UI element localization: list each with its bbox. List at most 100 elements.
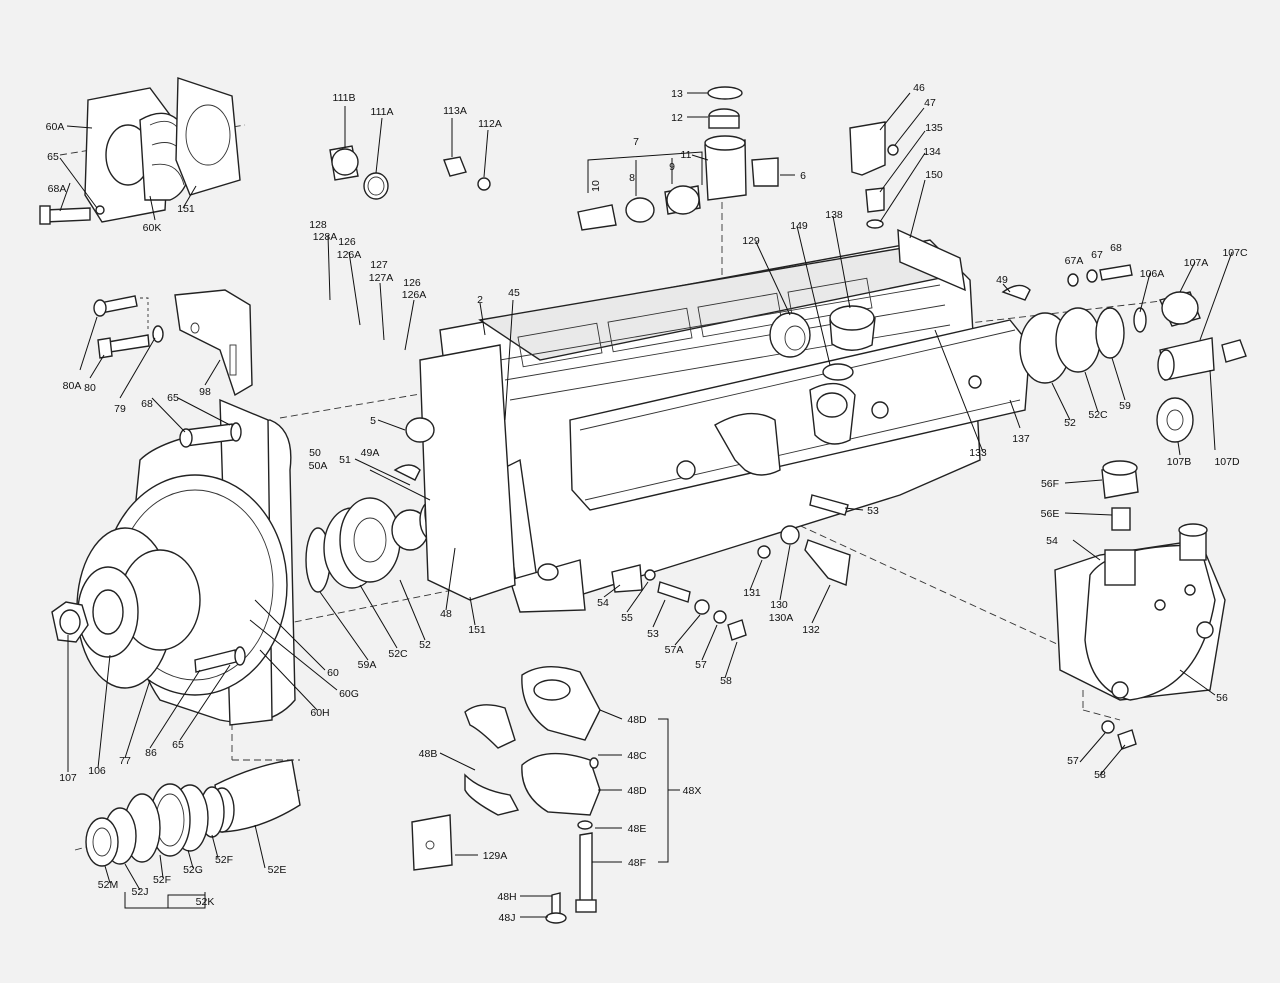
pump-housing (439, 228, 1031, 613)
label-45: 45 (508, 287, 520, 299)
label-48E: 48E (628, 823, 647, 835)
gasket-151 (175, 77, 241, 196)
nut-107B (1156, 397, 1194, 443)
label-10: 10 (590, 180, 602, 192)
cam-ring-assembly (411, 666, 601, 924)
callout-labels: 13 12 11 6 7 10 8 9 46 47 135 134 150 11… (46, 82, 1248, 924)
label-48X: 48X (683, 785, 702, 797)
label-57-m: 57 (695, 659, 707, 671)
distributor-head-group (1054, 460, 1226, 750)
label-60: 60 (327, 667, 339, 679)
bearing-52 (339, 497, 401, 583)
label-52F-a: 52F (215, 854, 233, 866)
saddle (714, 412, 781, 476)
label-79: 79 (114, 403, 126, 415)
label-50: 50 (309, 447, 321, 459)
label-126A-a: 126A (337, 249, 362, 261)
label-68-r: 68 (1110, 242, 1122, 254)
label-131: 131 (743, 587, 761, 599)
label-68-l: 68 (141, 398, 153, 410)
label-130A: 130A (769, 612, 794, 624)
label-56F: 56F (1041, 478, 1059, 490)
label-68A: 68A (48, 183, 67, 195)
bracket-group (849, 121, 899, 229)
label-52J: 52J (132, 886, 149, 898)
label-106: 106 (88, 765, 106, 777)
label-7: 7 (633, 136, 639, 148)
banjo-132 (804, 539, 851, 586)
label-150: 150 (925, 169, 943, 181)
label-107B: 107B (1167, 456, 1192, 468)
label-126A-b: 126A (402, 289, 427, 301)
label-48D-bot: 48D (627, 785, 647, 797)
label-52K: 52K (196, 896, 215, 908)
label-59A: 59A (358, 659, 377, 671)
label-126-a: 126 (338, 236, 356, 248)
label-86: 86 (145, 747, 157, 759)
label-126-b: 126 (403, 277, 421, 289)
label-52F-b: 52F (153, 874, 171, 886)
label-52-r: 52 (1064, 417, 1076, 429)
label-53-r: 53 (867, 505, 879, 517)
label-48J: 48J (499, 912, 516, 924)
label-149: 149 (790, 220, 808, 232)
label-48B: 48B (419, 748, 438, 760)
shoe-48D-bottom (521, 752, 601, 816)
label-58-r: 58 (1094, 769, 1106, 781)
label-107C: 107C (1222, 247, 1248, 259)
label-55: 55 (621, 612, 633, 624)
label-127: 127 (370, 259, 388, 271)
label-52-l: 52 (419, 639, 431, 651)
label-60H: 60H (310, 707, 329, 719)
label-80A: 80A (63, 380, 82, 392)
label-52C-l: 52C (388, 648, 408, 660)
label-77: 77 (119, 755, 131, 767)
label-98: 98 (199, 386, 211, 398)
label-60G: 60G (339, 688, 359, 700)
label-52G: 52G (183, 864, 203, 876)
label-106A: 106A (1140, 268, 1165, 280)
washer-48E (577, 820, 593, 830)
shoe-48B-top (464, 704, 516, 749)
part-56E (1111, 507, 1131, 531)
label-130: 130 (770, 599, 788, 611)
label-58-m: 58 (720, 675, 732, 687)
label-113A: 113A (443, 105, 467, 117)
part-5 (405, 417, 435, 443)
plugs-group (329, 145, 491, 200)
label-52E: 52E (268, 864, 287, 876)
label-107A: 107A (1184, 257, 1209, 269)
label-12: 12 (671, 112, 683, 124)
label-133: 133 (969, 447, 987, 459)
bearing-52C-r (1055, 307, 1101, 373)
label-65-bot: 65 (172, 739, 184, 751)
seal-149 (822, 363, 854, 381)
label-80: 80 (84, 382, 96, 394)
label-128: 128 (309, 219, 327, 231)
label-135: 135 (925, 122, 943, 134)
ring-59 (1095, 307, 1125, 359)
label-5: 5 (370, 415, 376, 427)
label-57-r: 57 (1067, 755, 1079, 767)
label-134: 134 (923, 146, 941, 158)
label-137: 137 (1012, 433, 1030, 445)
label-112A: 112A (478, 118, 502, 130)
label-54-r: 54 (1046, 535, 1058, 547)
label-111A: 111A (371, 106, 394, 118)
key-49A (393, 464, 421, 481)
label-138: 138 (825, 209, 843, 221)
label-13: 13 (671, 88, 683, 100)
label-47: 47 (924, 97, 936, 109)
label-2: 2 (477, 294, 483, 306)
gasket-151 (419, 344, 516, 601)
part-129 (769, 312, 811, 358)
label-56: 56 (1216, 692, 1228, 704)
label-65-mid: 65 (167, 392, 179, 404)
label-52C-r: 52C (1088, 409, 1108, 421)
part-55 (644, 569, 656, 581)
label-60K: 60K (143, 222, 162, 234)
ring-52M (85, 817, 119, 867)
label-127A: 127A (369, 272, 394, 284)
label-111B: 111B (333, 92, 356, 104)
